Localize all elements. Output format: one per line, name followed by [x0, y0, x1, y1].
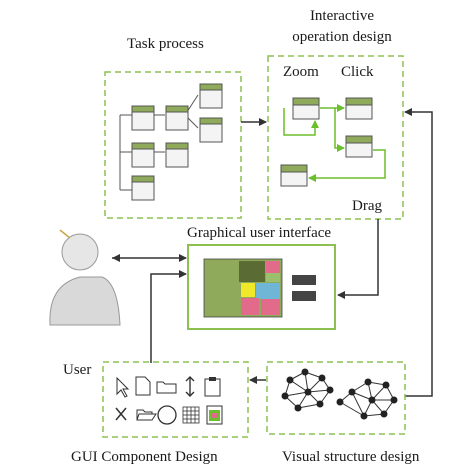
gui-label: Graphical user interface: [187, 225, 332, 241]
task-node: [199, 83, 223, 109]
resize-vertical-icon: [185, 376, 195, 397]
task-node: [131, 105, 155, 131]
task-nodes: [131, 83, 223, 201]
interaction-nodes: [280, 97, 373, 187]
cursor-icon: [116, 376, 130, 398]
document-icon: [135, 376, 151, 396]
grid-icon: [182, 406, 200, 424]
task-node: [165, 142, 189, 168]
task-node: [199, 117, 223, 143]
interaction-node: [345, 135, 373, 158]
drag-label: Drag: [352, 198, 382, 214]
visual-structure-box: [266, 361, 406, 435]
interaction-node: [292, 97, 320, 120]
zoom-label: Zoom: [283, 64, 319, 80]
arrow-visual-to-interactive: [404, 108, 433, 397]
task-node: [165, 105, 189, 131]
user-figure: [49, 229, 121, 326]
gui-box: [187, 244, 336, 330]
circle-icon: [157, 405, 177, 425]
open-folder-icon: [136, 409, 157, 421]
interaction-node: [345, 97, 373, 120]
arrow-component-to-gui: [150, 270, 187, 363]
network-nodes-right: [336, 378, 398, 420]
interaction-node: [280, 164, 308, 187]
gui-side-bars: [292, 275, 316, 301]
component-design-box: [102, 361, 249, 438]
gui-screen: [203, 258, 283, 318]
task-process-box: [104, 71, 242, 219]
folder-icon: [156, 381, 177, 394]
arrow-interactive-to-gui: [337, 219, 379, 299]
task-tree: [119, 94, 199, 191]
component-design-label: GUI Component Design: [71, 449, 218, 465]
click-label: Click: [341, 64, 374, 80]
task-node: [131, 175, 155, 201]
clipboard-icon: [204, 377, 221, 397]
interactive-design-label: Interactive operation design: [292, 8, 392, 45]
image-icon: [206, 405, 223, 425]
interactive-design-box: [267, 55, 404, 220]
cut-icon: [115, 407, 127, 421]
interaction-green-arrows: [283, 104, 386, 182]
task-node: [131, 142, 155, 168]
task-process-label: Task process: [127, 36, 204, 52]
network-nodes-left: [281, 368, 334, 412]
user-label: User: [63, 362, 92, 378]
visual-structure-label: Visual structure design: [282, 449, 420, 465]
